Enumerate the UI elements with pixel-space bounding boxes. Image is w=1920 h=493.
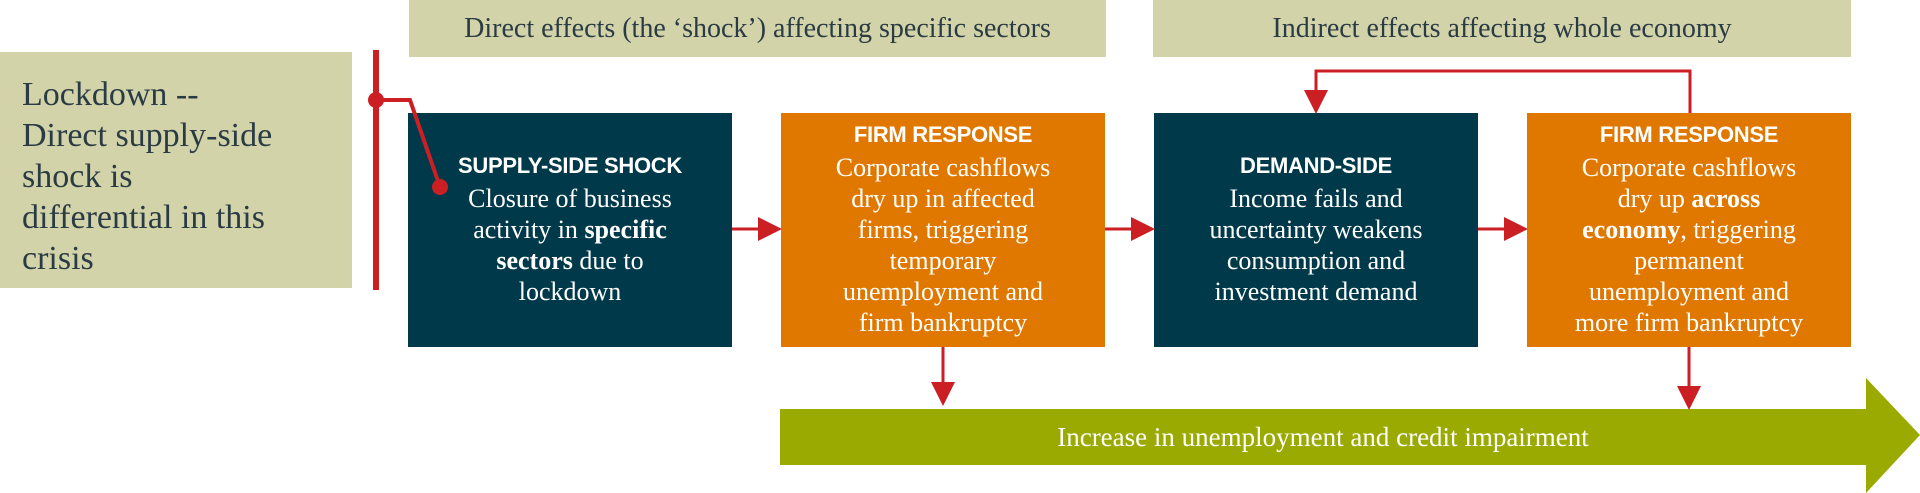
demand-side-body: Income fails and uncertainty weakens con… <box>1210 183 1423 307</box>
firm-response-body-1: Corporate cashflows dry up in affected f… <box>836 152 1050 338</box>
demand-side-title: DEMAND-SIDE <box>1240 153 1392 178</box>
callout-line: Direct supply-side <box>22 117 273 154</box>
outcome-label-wrap: Increase in unemployment and credit impa… <box>780 409 1866 465</box>
firm-response-title-1: FIRM RESPONSE <box>853 122 1033 147</box>
firm1-line: unemployment and <box>842 277 1043 306</box>
firm-response-title-2: FIRM RESPONSE <box>1599 122 1779 147</box>
supply-line: activity in specific <box>468 214 672 245</box>
indirect-effects-header: Indirect effects affecting whole economy <box>1153 0 1851 57</box>
firm2-line: unemployment and <box>1588 277 1789 306</box>
outcome-label: Increase in unemployment and credit impa… <box>1057 421 1589 452</box>
outcome-arrow <box>780 378 1920 493</box>
callout-line: differential in this <box>22 199 265 236</box>
supply-emphasis: sectors <box>496 246 573 275</box>
firm2-line: dry up across <box>1575 183 1803 214</box>
supply-line: sectors due to <box>468 245 672 276</box>
firm-response-box-1: FIRM RESPONSE Corporate cashflows dry up… <box>781 113 1105 347</box>
firm2-text: dry up <box>1617 184 1692 213</box>
supply-line: lockdown <box>518 277 622 306</box>
callout-line: shock is <box>22 158 133 195</box>
demand-side-box: DEMAND-SIDE Income fails and uncertainty… <box>1154 113 1478 347</box>
firm2-line: more firm bankruptcy <box>1574 308 1804 337</box>
firm2-emphasis: across <box>1691 184 1761 213</box>
supply-side-shock-box: SUPPLY-SIDE SHOCK Closure of business ac… <box>408 113 732 347</box>
firm-response-box-2: FIRM RESPONSE Corporate cashflows dry up… <box>1527 113 1851 347</box>
callout-line: Lockdown -- <box>22 76 199 113</box>
callout-pointer-dot-end <box>432 179 448 195</box>
firm2-line: Corporate cashflows <box>1581 153 1797 182</box>
firm2-emphasis: economy <box>1582 215 1681 244</box>
supply-text: activity in <box>473 215 585 244</box>
lockdown-callout: Lockdown -- Direct supply-side shock is … <box>0 52 352 288</box>
direct-effects-header: Direct effects (the ‘shock’) affecting s… <box>409 0 1106 57</box>
firm1-line: dry up in affected <box>851 184 1035 213</box>
supply-emphasis: specific <box>584 215 667 244</box>
firm1-line: firm bankruptcy <box>858 308 1028 337</box>
indirect-effects-label: Indirect effects affecting whole economy <box>1272 12 1732 44</box>
firm-response-body-2: Corporate cashflows dry up across econom… <box>1575 152 1803 338</box>
firm2-text: , triggering <box>1680 215 1796 244</box>
callout-pointer <box>376 98 442 188</box>
demand-line: uncertainty weakens <box>1209 215 1423 244</box>
supply-side-title: SUPPLY-SIDE SHOCK <box>458 153 682 178</box>
firm2-line: economy, triggering <box>1575 214 1803 245</box>
supply-line: Closure of business <box>468 184 672 213</box>
supply-side-body: Closure of business activity in specific… <box>468 183 672 307</box>
direct-effects-label: Direct effects (the ‘shock’) affecting s… <box>464 12 1051 44</box>
demand-line: consumption and <box>1226 246 1406 275</box>
demand-line: Income fails and <box>1229 184 1403 213</box>
firm1-line: Corporate cashflows <box>835 153 1051 182</box>
firm1-line: temporary <box>889 246 997 275</box>
callout-pointer-dot-start <box>368 92 384 108</box>
callout-line: crisis <box>22 240 94 277</box>
feedback-loop-arrow <box>1304 69 1692 114</box>
firm2-line: permanent <box>1634 246 1744 275</box>
supply-text: due to <box>572 246 644 275</box>
demand-line: investment demand <box>1214 277 1418 306</box>
outcome-arrow-shape <box>780 378 1920 493</box>
firm1-line: firms, triggering <box>857 215 1029 244</box>
